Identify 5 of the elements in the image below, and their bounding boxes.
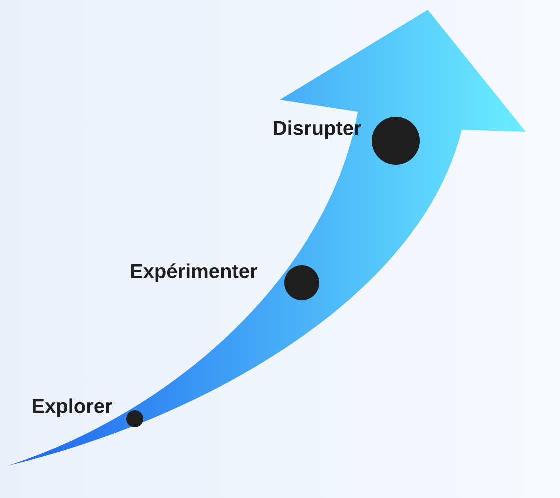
stage-label: Explorer <box>33 398 112 418</box>
stage-label: Expérimenter <box>131 264 258 282</box>
dot <box>372 117 420 165</box>
dot <box>126 410 144 428</box>
dot <box>284 266 320 300</box>
